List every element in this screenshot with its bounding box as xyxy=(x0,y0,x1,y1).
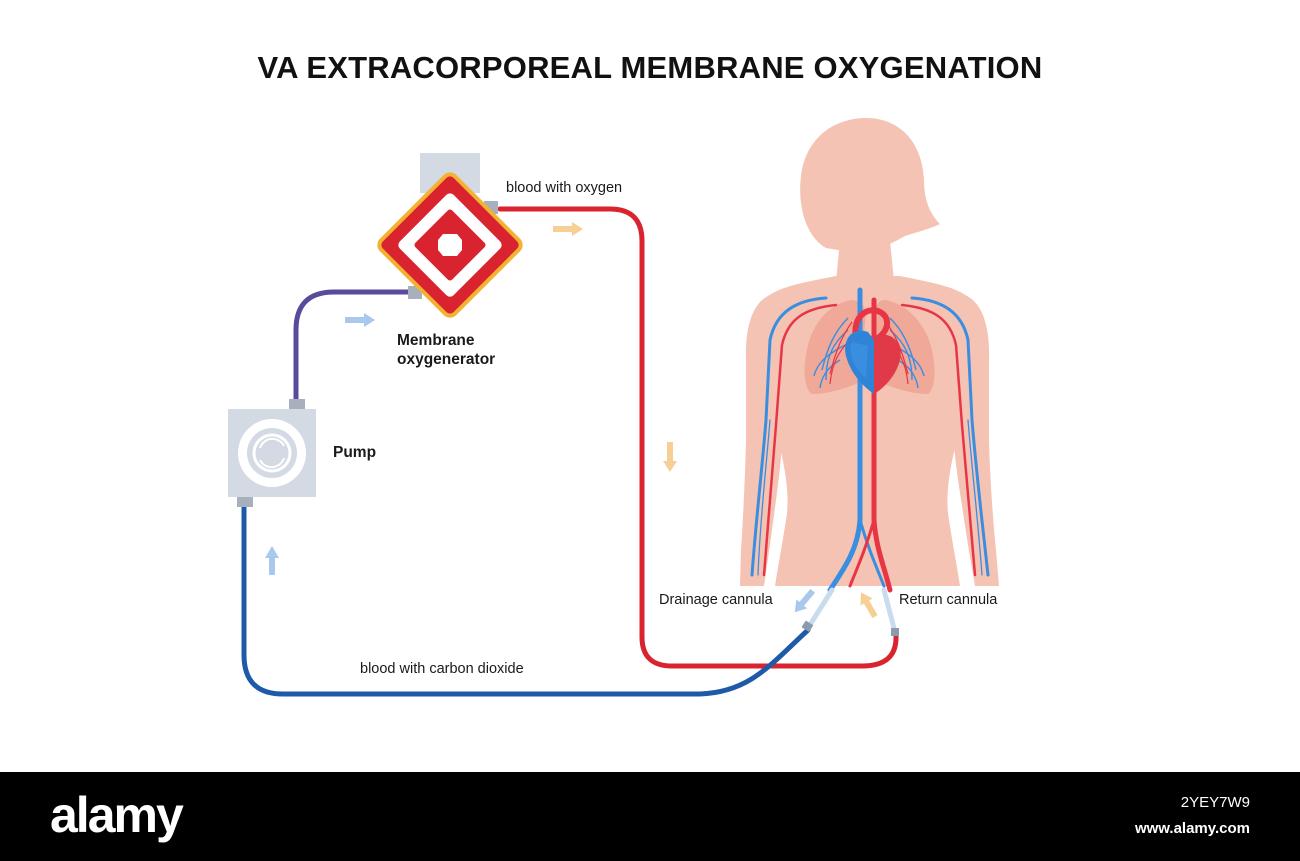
membrane-oxygenator xyxy=(377,153,523,318)
oxygenator-center-icon xyxy=(438,234,462,256)
arrow-up-right-icon xyxy=(860,592,878,619)
site-url: www.alamy.com xyxy=(1134,820,1250,837)
aortic-arch xyxy=(852,307,891,343)
ecmo-circuit-illustration xyxy=(228,118,999,697)
left-arm xyxy=(740,296,785,586)
image-id: 2YEY7W9 xyxy=(1180,794,1250,811)
pump-outlet-port xyxy=(289,399,305,410)
left-arm-artery xyxy=(762,303,838,577)
right-arm-vein xyxy=(910,296,990,577)
blood-with-oxygen-label: blood with oxygen xyxy=(506,180,623,196)
flow-arrows xyxy=(265,222,878,619)
watermark-footer: alamy 2YEY7W9 www.alamy.com xyxy=(0,772,1300,861)
drainage-cannula-label: Drainage cannula xyxy=(659,592,773,608)
return-cannula xyxy=(881,587,898,635)
heart-ventricle-highlight xyxy=(850,342,868,378)
membrane-oxygenerator-label: Membrane oxygenerator xyxy=(397,331,495,369)
oxygenated-return-tube xyxy=(497,206,899,669)
left-arm-vein-branch xyxy=(757,419,771,576)
left-iliac-artery xyxy=(848,518,876,588)
arrow-up-icon xyxy=(265,546,279,575)
cannulas xyxy=(801,587,899,636)
page-title: VA EXTRACORPOREAL MEMBRANE OXYGENATION xyxy=(257,50,1043,85)
arrow-down-left-icon xyxy=(794,588,816,613)
ecmo-tubing xyxy=(241,206,899,697)
pump-rotor-inner xyxy=(252,433,292,473)
right-arm-vein-branch xyxy=(967,419,983,576)
arrow-right-icon xyxy=(345,313,375,327)
heart xyxy=(845,330,901,394)
membrane-oxygenerator-label-line1: Membrane xyxy=(397,332,475,349)
arrow-down-icon xyxy=(663,442,677,472)
pump-inlet-port xyxy=(237,497,253,507)
drainage-cannula xyxy=(805,587,835,631)
membrane-oxygenerator-label-line2: oxygenerator xyxy=(397,351,496,368)
neck xyxy=(836,240,894,282)
brand-logo: alamy xyxy=(50,787,184,843)
pump-label: Pump xyxy=(333,444,377,461)
rotation-icon xyxy=(259,437,285,469)
arrow-right-icon xyxy=(553,222,583,236)
right-arm-artery xyxy=(900,303,977,577)
return-cannula-connector xyxy=(891,628,899,636)
deoxygenated-drainage-tube xyxy=(241,501,811,697)
pump-to-oxygenator-tube xyxy=(293,289,414,404)
blood-with-carbon-dioxide-label: blood with carbon dioxide xyxy=(360,661,524,677)
left-arm-vein xyxy=(750,296,828,577)
heart-left-side xyxy=(874,334,901,394)
right-iliac-vein xyxy=(858,518,886,588)
pump xyxy=(228,399,316,507)
blood-vessels xyxy=(750,287,990,593)
return-cannula-label: Return cannula xyxy=(899,592,998,608)
drainage-cannula-connector xyxy=(801,620,814,633)
head-hair xyxy=(800,118,940,252)
